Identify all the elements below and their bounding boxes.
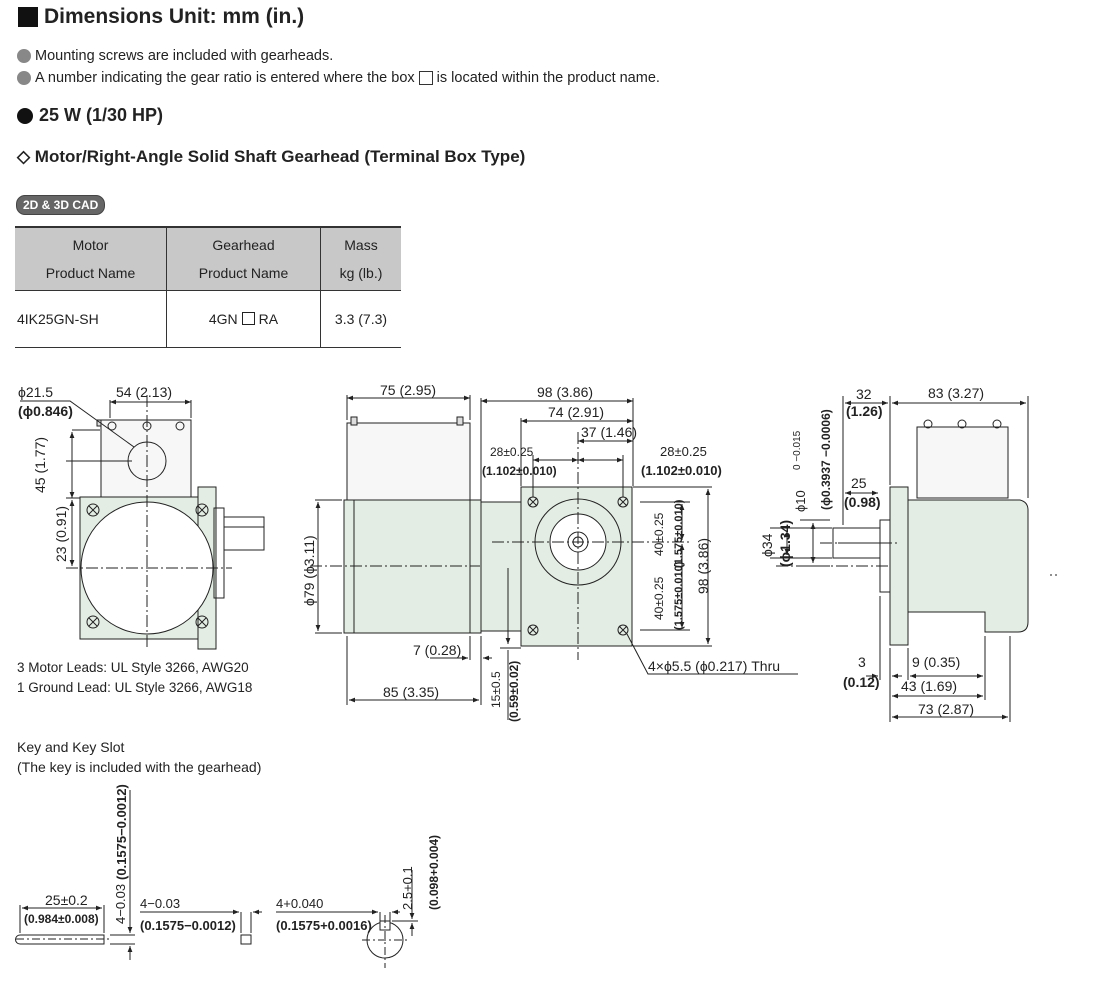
svg-text:98 (3.86): 98 (3.86) <box>537 384 593 400</box>
svg-text:(0.59±0.02): (0.59±0.02) <box>507 661 521 722</box>
svg-text:75 (2.95): 75 (2.95) <box>380 382 436 398</box>
note-mounting-screws: Mounting screws are included with gearhe… <box>17 48 333 64</box>
svg-text:(0.098+0.004): (0.098+0.004) <box>427 835 441 910</box>
svg-text:2.5+0.1: 2.5+0.1 <box>400 866 415 910</box>
svg-text:(1.575±0.010): (1.575±0.010) <box>673 499 685 568</box>
svg-text:54 (2.13): 54 (2.13) <box>116 384 172 400</box>
svg-text:ϕ34: ϕ34 <box>759 533 775 557</box>
svg-text:(1.26): (1.26) <box>846 403 883 419</box>
svg-text:(0.1575+0.0016): (0.1575+0.0016) <box>276 918 372 933</box>
svg-text:0 −0.015: 0 −0.015 <box>792 430 803 470</box>
bullet-icon <box>17 107 33 124</box>
key-labels: 25±0.2 (0.984±0.008) 4−0.03 (0.1575−0.00… <box>24 784 441 933</box>
svg-text:28±0.25: 28±0.25 <box>660 444 707 459</box>
svg-text:(1.102±0.010): (1.102±0.010) <box>641 463 722 478</box>
key-title: Key and Key Slot(The key is included wit… <box>17 739 262 775</box>
page-heading: Dimensions Unit: mm (in.) <box>18 5 304 29</box>
front-view <box>20 395 265 650</box>
svg-text:23 (0.91): 23 (0.91) <box>53 506 69 562</box>
svg-text:(0.1575−0.0012): (0.1575−0.0012) <box>114 784 129 880</box>
svg-text:4−0.03: 4−0.03 <box>113 884 128 924</box>
svg-text:9 (0.35): 9 (0.35) <box>912 654 960 670</box>
svg-text:32: 32 <box>856 386 872 402</box>
ratio-box-icon <box>418 71 433 85</box>
bullet-icon <box>17 71 31 85</box>
svg-text:37 (1.46): 37 (1.46) <box>581 424 637 440</box>
svg-text:45 (1.77): 45 (1.77) <box>32 437 48 493</box>
right-view-labels: 32 (1.26) 83 (3.27) ϕ10 0 −0.015 (ϕ0.393… <box>759 385 984 717</box>
front-view-labels: ϕ21.5 (ϕ0.846) 54 (2.13) 45 (1.77) 23 (0… <box>18 384 172 562</box>
svg-text:83 (3.27): 83 (3.27) <box>928 385 984 401</box>
svg-text:7 (0.28): 7 (0.28) <box>413 642 461 658</box>
type-title: ◇ Motor/Right-Angle Solid Shaft Gearhead… <box>17 147 526 166</box>
svg-text:40±0.25: 40±0.25 <box>652 512 666 556</box>
heading-square-icon <box>18 7 38 27</box>
svg-text:4−0.03: 4−0.03 <box>140 896 180 911</box>
svg-text:25: 25 <box>851 475 867 491</box>
power-title: 25 W (1/30 HP) <box>17 105 163 126</box>
ratio-box-icon <box>241 312 255 325</box>
svg-text:(0.984±0.008): (0.984±0.008) <box>24 912 99 926</box>
cell-mass: 3.3 (7.3) <box>320 290 401 348</box>
svg-text:(ϕ1.34): (ϕ1.34) <box>777 520 793 567</box>
svg-text:85 (3.35): 85 (3.35) <box>383 684 439 700</box>
svg-text:15±0.5: 15±0.5 <box>489 671 503 708</box>
svg-text:(0.98): (0.98) <box>844 494 881 510</box>
svg-text:(ϕ0.846): (ϕ0.846) <box>18 403 73 419</box>
key-drawings <box>15 790 418 968</box>
svg-text:98 (3.86): 98 (3.86) <box>695 538 711 594</box>
svg-text:43 (1.69): 43 (1.69) <box>901 678 957 694</box>
svg-text:3: 3 <box>858 654 866 670</box>
right-view <box>770 396 1060 722</box>
svg-text:4+0.040: 4+0.040 <box>276 896 323 911</box>
svg-text:ϕ10: ϕ10 <box>793 490 808 512</box>
side-view <box>310 395 798 720</box>
svg-text:ϕ21.5: ϕ21.5 <box>18 384 53 400</box>
svg-text:73 (2.87): 73 (2.87) <box>918 701 974 717</box>
cell-motor: 4IK25GN-SH <box>15 290 167 348</box>
note-gear-ratio: A number indicating the gear ratio is en… <box>17 70 660 86</box>
svg-text:28±0.25: 28±0.25 <box>490 445 534 459</box>
svg-text:(1.102±0.010): (1.102±0.010) <box>482 464 557 478</box>
svg-text:(0.1575−0.0012): (0.1575−0.0012) <box>140 918 236 933</box>
side-view-labels: 75 (2.95) 98 (3.86) 74 (2.91) 37 (1.46) … <box>301 382 780 722</box>
motor-leads-note: 3 Motor Leads: UL Style 3266, AWG20 <box>17 660 249 675</box>
svg-text:4×ϕ5.5 (ϕ0.217) Thru: 4×ϕ5.5 (ϕ0.217) Thru <box>648 658 780 674</box>
svg-text:(0.12): (0.12) <box>843 674 880 690</box>
svg-text:(ϕ0.3937 −0.0006): (ϕ0.3937 −0.0006) <box>819 409 833 510</box>
svg-text:25±0.2: 25±0.2 <box>45 892 88 908</box>
bullet-icon <box>17 49 31 63</box>
svg-text:74 (2.91): 74 (2.91) <box>548 404 604 420</box>
cad-download-badge[interactable]: 2D & 3D CAD <box>16 195 106 215</box>
svg-text:40±0.25: 40±0.25 <box>652 576 666 620</box>
ground-lead-note: 1 Ground Lead: UL Style 3266, AWG18 <box>17 680 253 695</box>
svg-text:(1.575±0.010): (1.575±0.010) <box>673 561 685 630</box>
svg-text:ϕ79 (ϕ3.11): ϕ79 (ϕ3.11) <box>301 535 317 606</box>
